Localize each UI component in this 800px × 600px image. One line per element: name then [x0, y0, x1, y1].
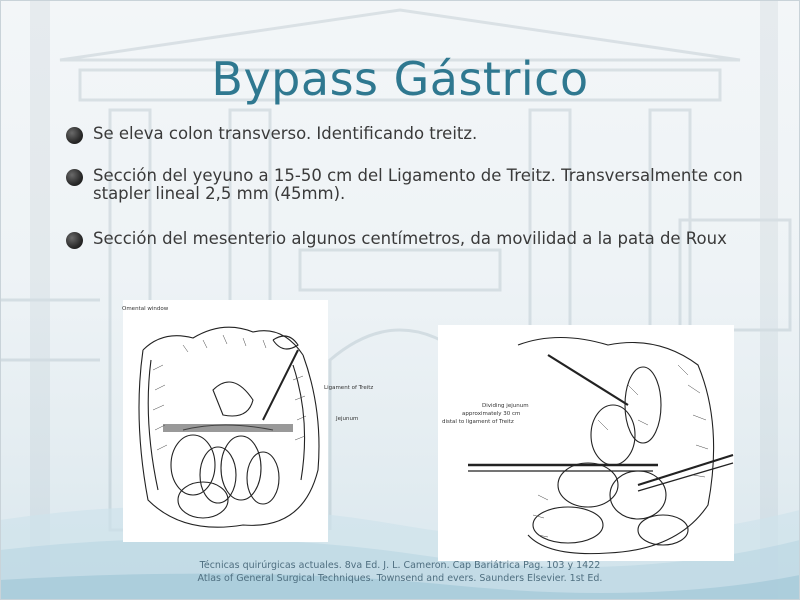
bullet-list: Se eleva colon transverso. Identificando…: [66, 124, 746, 249]
credit-line: Atlas of General Surgical Techniques. To…: [197, 573, 603, 584]
bullet-text: Se eleva colon transverso. Identificando…: [93, 124, 478, 143]
bowel-drawing-right: [468, 336, 734, 555]
bullet-item: Sección del mesenterio algunos centímetr…: [66, 229, 746, 249]
bullet-dot-icon: [66, 232, 83, 249]
bullet-text: Sección del yeyuno a 15-50 cm del Ligame…: [93, 166, 743, 203]
surgical-illustration-left: Omental window Ligament of Treitz Jejunu…: [122, 300, 373, 542]
bullet-dot-icon: [66, 127, 83, 144]
label-dividing-jejunum: Dividing jejunum: [482, 403, 529, 409]
surgical-illustration-right: Dividing jejunum approximately 30 cm dis…: [438, 325, 734, 561]
label-approximately-30cm: approximately 30 cm: [462, 411, 521, 417]
credit-line: Técnicas quirúrgicas actuales. 8va Ed. J…: [199, 560, 601, 571]
bullet-item: Se eleva colon transverso. Identificando…: [66, 124, 746, 144]
bullet-text: Sección del mesenterio algunos centímetr…: [93, 229, 727, 248]
credits: Técnicas quirúrgicas actuales. 8va Ed. J…: [0, 559, 800, 585]
bullet-item: Sección del yeyuno a 15-50 cm del Ligame…: [66, 167, 746, 203]
label-ligament-of-treitz: Ligament of Treitz: [324, 385, 374, 391]
label-jejunum: Jejunum: [336, 416, 359, 422]
label-distal-to-treitz: distal to ligament of Treitz: [442, 419, 514, 425]
slide-title: Bypass Gástrico: [211, 52, 589, 106]
bullet-dot-icon: [66, 169, 83, 186]
bowel-drawing-left: [138, 326, 320, 528]
label-omental-window: Omental window: [122, 306, 169, 312]
